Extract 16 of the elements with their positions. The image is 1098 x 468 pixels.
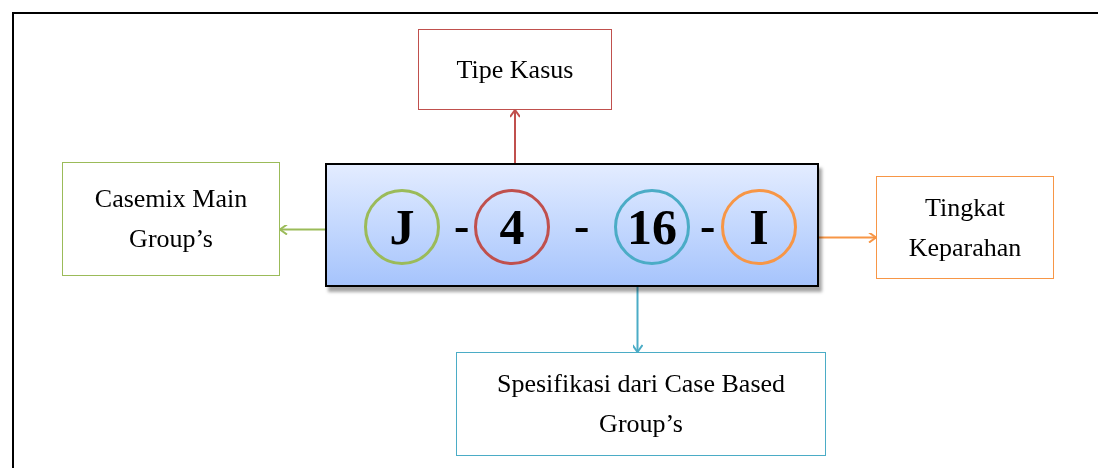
code-box bbox=[325, 163, 819, 287]
separator-text: - bbox=[700, 203, 716, 249]
box-text: Tipe Kasus bbox=[456, 53, 574, 86]
box-text: Spesifikasi dari Case Based Group’s bbox=[495, 368, 787, 440]
label-box bbox=[62, 162, 280, 276]
arrow bbox=[279, 223, 326, 236]
box-text: Tingkat Keparahan bbox=[907, 191, 1023, 264]
arrow bbox=[631, 286, 644, 353]
separator-text: - bbox=[574, 203, 590, 249]
label-box bbox=[456, 352, 826, 456]
separator-text: - bbox=[454, 203, 470, 249]
arrow bbox=[509, 109, 521, 164]
arrow bbox=[818, 231, 877, 244]
label-box bbox=[418, 29, 612, 110]
label-box bbox=[876, 176, 1054, 279]
box-text: Casemix Main Group’s bbox=[93, 183, 249, 255]
